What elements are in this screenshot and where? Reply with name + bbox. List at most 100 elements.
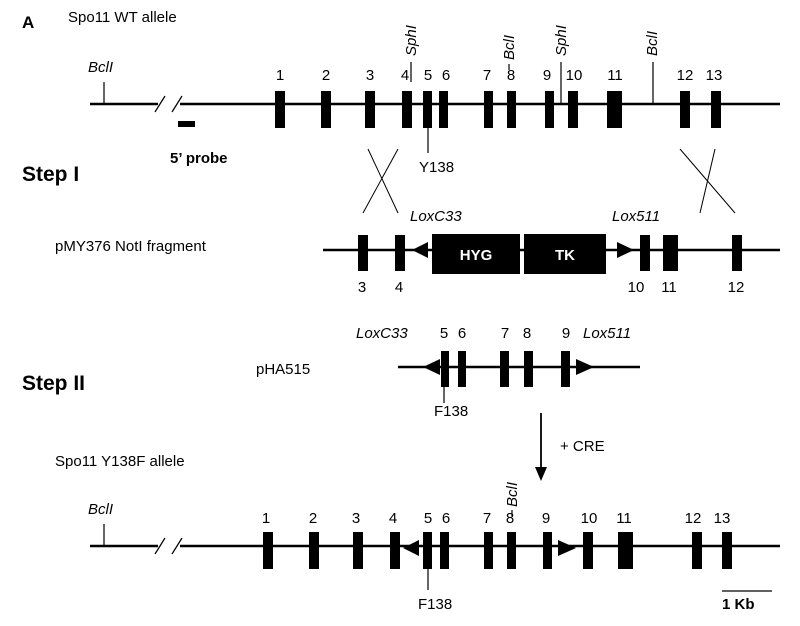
step1-tk-box: [524, 234, 606, 274]
mut-exon-10: [583, 532, 593, 569]
step2-exon-5: [441, 351, 449, 387]
panel-letter: A: [22, 13, 34, 32]
mut-exon-6: [440, 532, 449, 569]
mut-exon-num-7: 7: [483, 510, 491, 527]
mut-exon-num-6: 6: [442, 510, 450, 527]
mut-f138-label: F138: [418, 596, 452, 613]
mut-break-mark-2: [171, 537, 183, 555]
step1-lox-left-label: LoxC33: [410, 208, 462, 225]
step2-f138-label: F138: [434, 403, 468, 420]
wt-y138-label: Y138: [419, 159, 454, 176]
step1-lox511-arrow: [617, 242, 634, 258]
step1-exon-num-10: 10: [628, 279, 645, 296]
mut-exon-num-1: 1: [262, 510, 270, 527]
mut-exon-1: [263, 532, 273, 569]
step2-exon-num-5: 5: [440, 325, 448, 342]
step2-lox-left-label: LoxC33: [356, 325, 408, 342]
wt-exon-11: [607, 91, 622, 128]
mut-exon-num-12: 12: [685, 510, 702, 527]
wt-exon-6: [439, 91, 448, 128]
mut-exon-num-9: 9: [542, 510, 550, 527]
step2-loxc33-arrow: [423, 359, 440, 375]
wt-exon-4: [402, 91, 412, 128]
step1-exon-num-3: 3: [358, 279, 366, 296]
wt-exon-9: [545, 91, 554, 128]
mut-exon-12: [692, 532, 702, 569]
step1-loxc33-arrow: [412, 242, 428, 258]
step1-lox-right-label: Lox511: [612, 208, 660, 225]
step1-hyg-label: HYG: [460, 247, 493, 264]
wt-exon-num-2: 2: [322, 67, 330, 84]
wt-allele-label: Spo11 WT allele: [68, 9, 177, 26]
step2-exon-9: [561, 351, 570, 387]
mut-bcl-mid-label: BclI: [504, 482, 521, 507]
mut-exon-9: [543, 532, 552, 569]
wt-bcl-left-label: BclI: [88, 59, 113, 76]
step1-exon-4: [395, 235, 405, 271]
step2-exon-6: [458, 351, 466, 387]
step2-label: Step II: [22, 372, 85, 395]
wt-exon-12: [680, 91, 690, 128]
wt-exon-num-12: 12: [677, 67, 694, 84]
mut-exon-11: [618, 532, 633, 569]
step2-exon-7: [500, 351, 509, 387]
wt-bcl-mid-label: BclI: [501, 35, 518, 60]
wt-bcl-right-label: BclI: [644, 31, 661, 56]
wt-exon-8: [507, 91, 516, 128]
mut-exon-13: [722, 532, 732, 569]
wt-exon-num-3: 3: [366, 67, 374, 84]
mut-exon-3: [353, 532, 363, 569]
wt-sph2-label: SphI: [553, 25, 570, 56]
cre-arrow-head: [535, 467, 547, 481]
step1-exon-10: [640, 235, 650, 271]
wt-exon-5: [423, 91, 432, 128]
step2-lox-right-label: Lox511: [583, 325, 631, 342]
probe-label: 5’ probe: [170, 150, 228, 167]
mut-exon-num-2: 2: [309, 510, 317, 527]
cross-left-line-1: [367, 148, 399, 214]
wt-exon-3: [365, 91, 375, 128]
wt-exon-num-6: 6: [442, 67, 450, 84]
scale-bar-label: 1 Kb: [722, 596, 755, 613]
step2-exon-num-9: 9: [562, 325, 570, 342]
step2-exon-8: [524, 351, 533, 387]
step2-exon-num-7: 7: [501, 325, 509, 342]
mut-exon-num-13: 13: [714, 510, 731, 527]
wt-exon-num-11: 11: [607, 67, 623, 84]
step1-fragment-label: pMY376 NotI fragment: [55, 238, 207, 255]
wt-exon-7: [484, 91, 493, 128]
step1-exon-num-4: 4: [395, 279, 403, 296]
mut-exon-8: [507, 532, 516, 569]
wt-exon-1: [275, 91, 285, 128]
step2-exon-num-8: 8: [523, 325, 531, 342]
mut-exon-num-8: 8: [506, 510, 514, 527]
wt-exon-num-9: 9: [543, 67, 551, 84]
step1-hyg-box: [432, 234, 520, 274]
wt-exon-num-7: 7: [483, 67, 491, 84]
wt-exon-num-1: 1: [276, 67, 284, 84]
step1-exon-11: [663, 235, 678, 271]
wt-break-mark-2: [171, 95, 183, 113]
step1-exon-3: [358, 235, 368, 271]
wt-exon-10: [568, 91, 578, 128]
cross-left-line-2: [362, 148, 399, 214]
wt-break-mark-1: [154, 95, 166, 113]
wt-sph1-label: SphI: [403, 25, 420, 56]
cre-label: + CRE: [560, 438, 605, 455]
mut-lox511-arrow: [558, 540, 576, 556]
mut-exon-4: [390, 532, 400, 569]
cross-right-line-2: [699, 148, 716, 214]
mut-exon-num-10: 10: [581, 510, 598, 527]
probe-bar: [178, 121, 195, 127]
step2-lox511-arrow: [576, 359, 594, 375]
mut-exon-num-5: 5: [424, 510, 432, 527]
wt-exon-2: [321, 91, 331, 128]
wt-exon-13: [711, 91, 721, 128]
step2-exon-num-6: 6: [458, 325, 466, 342]
step1-exon-12: [732, 235, 742, 271]
mut-exon-num-11: 11: [616, 510, 632, 527]
step1-tk-label: TK: [555, 247, 575, 264]
step2-plasmid-label: pHA515: [256, 361, 310, 378]
